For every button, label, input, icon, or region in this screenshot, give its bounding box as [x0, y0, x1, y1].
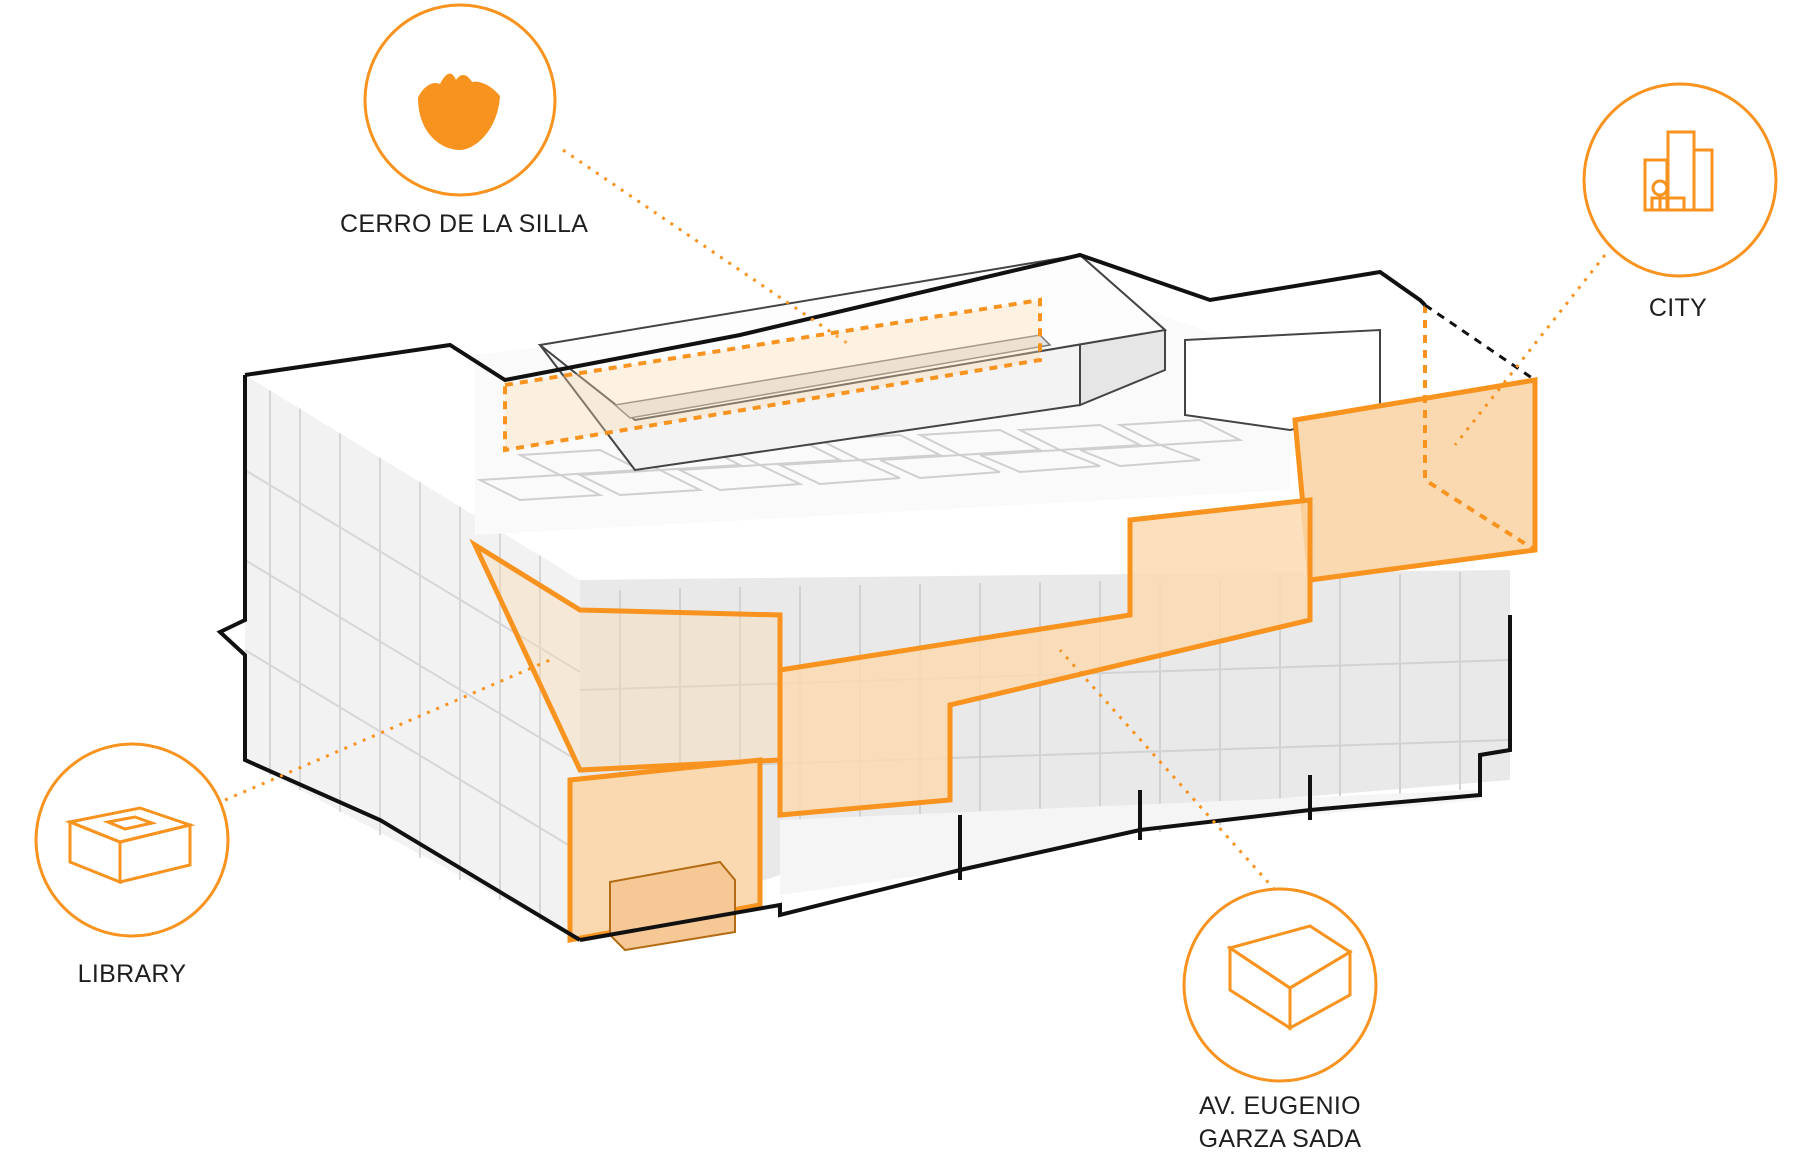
west-facade-mullions: [244, 390, 581, 920]
callout-library: [34, 742, 230, 938]
label-avenue-line1: AV. EUGENIO: [1199, 1092, 1361, 1120]
avenue-band: [777, 497, 1313, 818]
label-city: CITY: [1648, 294, 1708, 322]
callout-avenue-circle: [1182, 887, 1378, 1083]
building-outline-base: [579, 615, 1512, 942]
callout-cerro: [363, 3, 557, 197]
street-block-icon: [1226, 924, 1353, 1031]
mountain-icon: [418, 73, 500, 150]
building: [216, 252, 1538, 952]
label-library: LIBRARY: [77, 960, 187, 988]
callout-city-circle: [1582, 82, 1778, 278]
city-volume-dashed-top: [1424, 303, 1536, 382]
callout-city: [1582, 82, 1778, 278]
skylight-opening: [613, 334, 1052, 419]
library-box-icon: [64, 806, 196, 885]
city-icon: [1643, 130, 1714, 212]
ground-floor-recess: [780, 790, 1480, 895]
library-volume: [469, 538, 783, 773]
building-outline-west: [216, 375, 582, 942]
leader-avenue: [1058, 648, 1277, 892]
leader-lines: [224, 148, 1607, 892]
city-volume-dashed: [1423, 305, 1537, 552]
label-avenue-line2: GARZA SADA: [1198, 1125, 1362, 1153]
skylight-box-top: [537, 253, 1168, 422]
cerro-zone-dashed: [503, 297, 1042, 453]
leader-city: [1453, 254, 1607, 446]
callout-avenue: [1182, 887, 1378, 1083]
label-cerro-de-la-silla: CERRO DE LA SILLA: [340, 210, 589, 238]
building-outline: [244, 252, 1427, 383]
label-avenue: AV. EUGENIO GARZA SADA: [1170, 1090, 1390, 1156]
